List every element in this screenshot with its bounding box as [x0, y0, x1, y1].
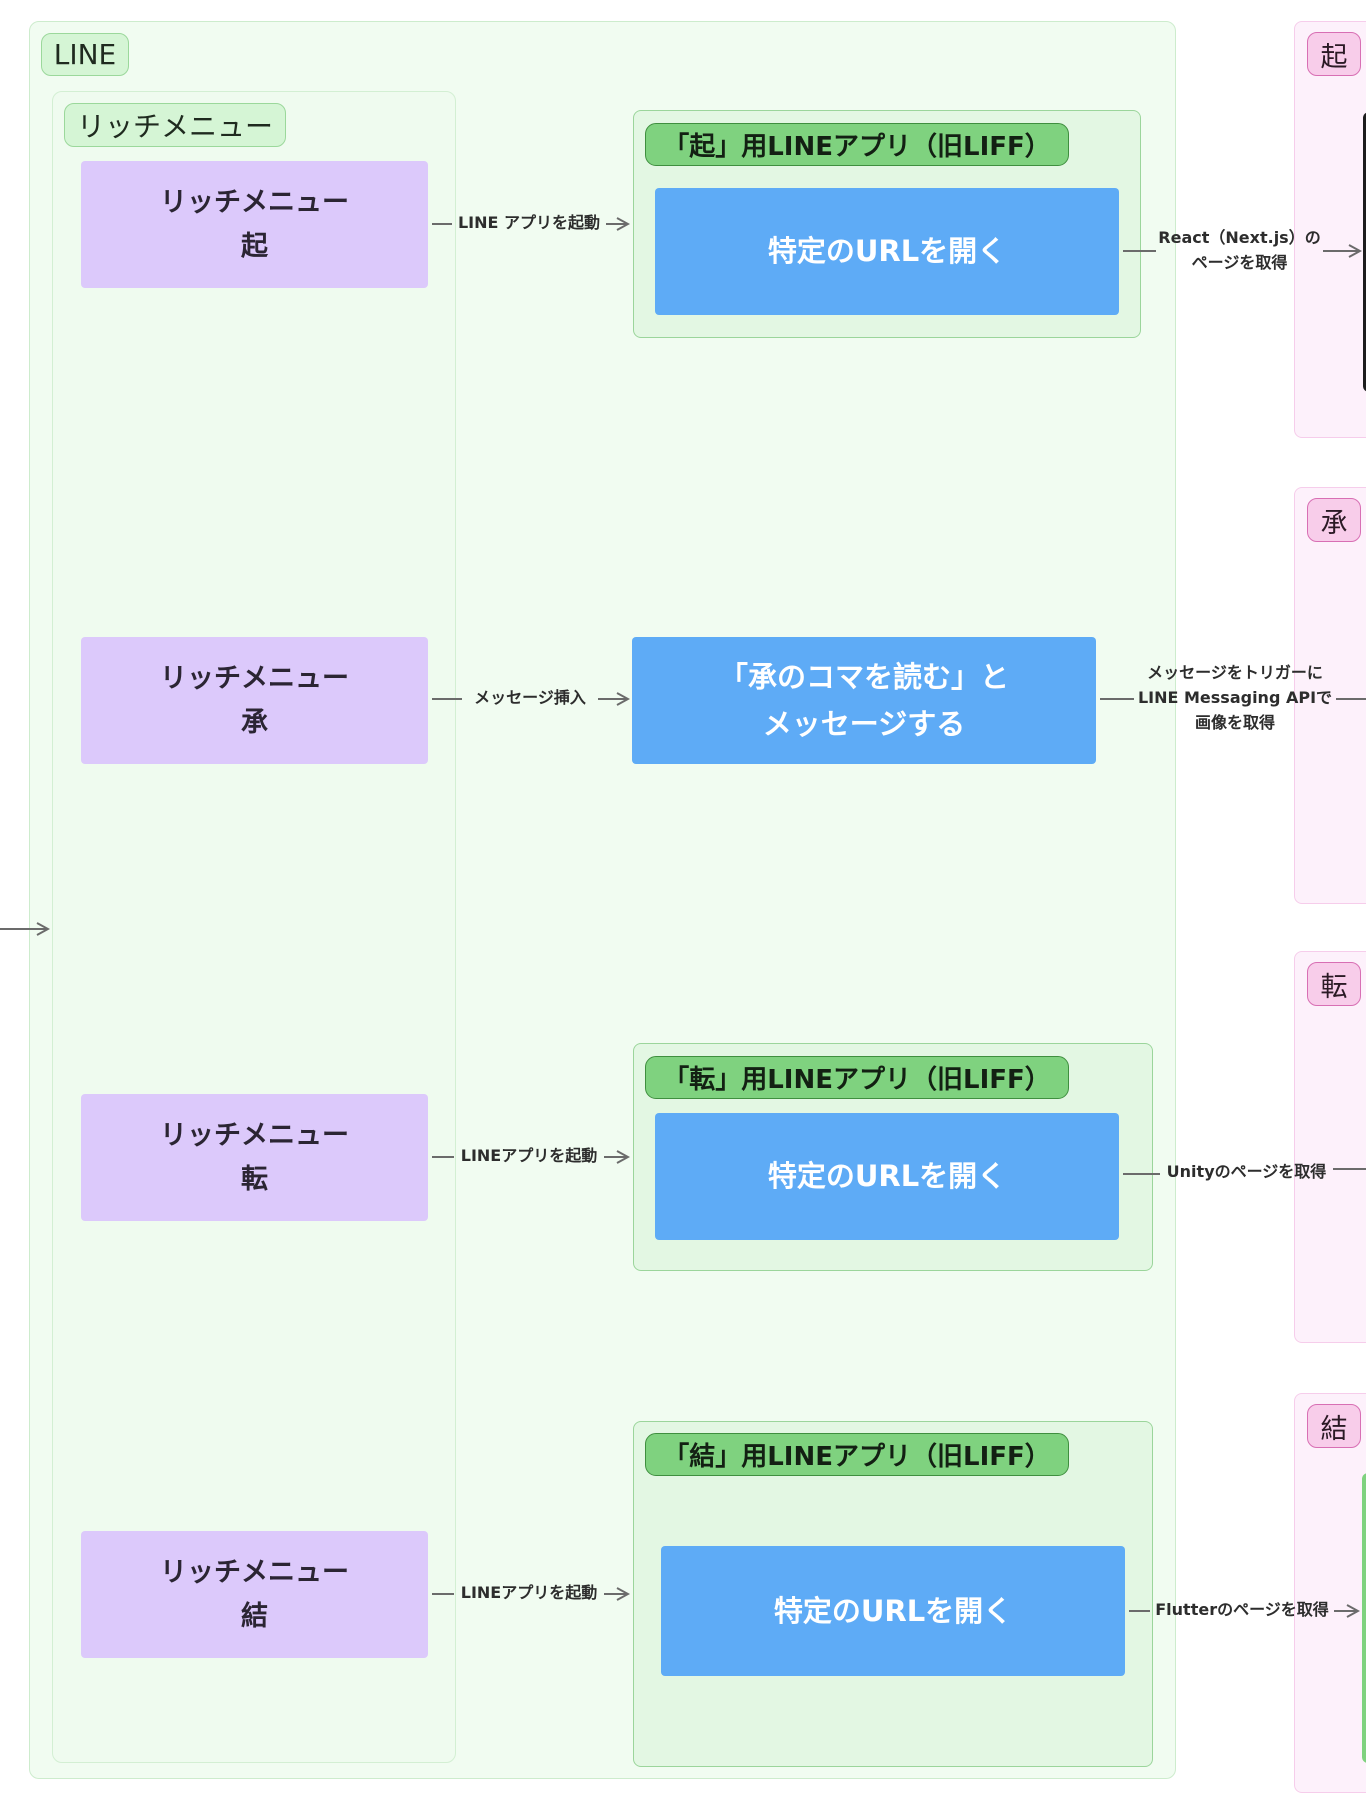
pink-group-ki: [1294, 21, 1366, 438]
sho-message-line1: 「承のコマを読む」と: [718, 660, 1009, 695]
edge-label-sho-right-line2: LINE Messaging APIで: [1137, 687, 1333, 707]
edge-label-ki-left: LINE アプリを起動: [457, 213, 601, 232]
edge-label-ki-right: React（Next.js）の ページを取得: [1156, 226, 1323, 276]
pink-group-ketsu-label: 結: [1307, 1404, 1361, 1448]
liff-ten-open-url-node[interactable]: 特定のURLを開く: [655, 1113, 1119, 1240]
rich-menu-ki-node[interactable]: リッチメニュー起: [81, 161, 428, 288]
edge-label-sho-right: メッセージをトリガーに LINE Messaging APIで 画像を取得: [1134, 661, 1336, 735]
edge-label-ketsu-right: Flutterのページを取得: [1155, 1600, 1329, 1619]
pink-group-ki-label: 起: [1307, 32, 1361, 76]
edge-label-sho-right-line1: メッセージをトリガーに: [1147, 663, 1323, 682]
edge-label-ki-right-line2: ページを取得: [1191, 252, 1288, 272]
rich-menu-group-label: リッチメニュー: [64, 103, 286, 147]
pink-group-sho-label: 承: [1307, 498, 1361, 542]
edge-label-sho-left: メッセージ挿入: [474, 688, 586, 707]
rich-menu-sho-line1: リッチメニュー: [160, 663, 349, 695]
pink-group-ten-label: 転: [1307, 962, 1361, 1006]
edge-label-sho-right-line3: 画像を取得: [1194, 712, 1275, 732]
rich-menu-ketsu-line1: リッチメニュー: [160, 1557, 349, 1589]
sho-message-line2: メッセージする: [762, 706, 966, 741]
liff-ten-group-label: 「転」用LINEアプリ（旧LIFF）: [645, 1056, 1069, 1099]
rich-menu-ten-line1: リッチメニュー: [160, 1120, 349, 1152]
pink-group-sho: [1294, 487, 1366, 904]
pink-ki-child-edge: [1363, 112, 1366, 392]
rich-menu-ki-line2: 起: [241, 230, 268, 262]
rich-menu-ketsu-line2: 結: [241, 1600, 268, 1632]
rich-menu-sho-node[interactable]: リッチメニュー承: [81, 637, 428, 764]
rich-menu-sho-line2: 承: [241, 706, 268, 738]
rich-menu-group: [52, 91, 456, 1763]
edge-label-ketsu-left: LINEアプリを起動: [460, 1583, 598, 1602]
liff-ketsu-open-url-node[interactable]: 特定のURLを開く: [661, 1546, 1125, 1676]
edge-label-ki-right-line1: React（Next.js）の: [1158, 228, 1321, 247]
pink-group-ketsu: [1294, 1393, 1366, 1793]
rich-menu-ketsu-node[interactable]: リッチメニュー結: [81, 1531, 428, 1658]
rich-menu-ten-node[interactable]: リッチメニュー転: [81, 1094, 428, 1221]
edge-label-ten-left: LINEアプリを起動: [460, 1146, 598, 1165]
liff-ki-group-label: 「起」用LINEアプリ（旧LIFF）: [645, 123, 1069, 166]
edge-label-ten-right: Unityのページを取得: [1166, 1162, 1327, 1181]
pink-ketsu-child-edge: [1362, 1473, 1366, 1763]
line-group-label: LINE: [41, 33, 129, 76]
rich-menu-ki-line1: リッチメニュー: [160, 187, 349, 219]
pink-group-ten: [1294, 951, 1366, 1343]
liff-ketsu-group-label: 「結」用LINEアプリ（旧LIFF）: [645, 1433, 1069, 1476]
liff-ki-open-url-node[interactable]: 特定のURLを開く: [655, 188, 1119, 315]
sho-message-node[interactable]: 「承のコマを読む」とメッセージする: [632, 637, 1096, 764]
rich-menu-ten-line2: 転: [241, 1163, 268, 1195]
